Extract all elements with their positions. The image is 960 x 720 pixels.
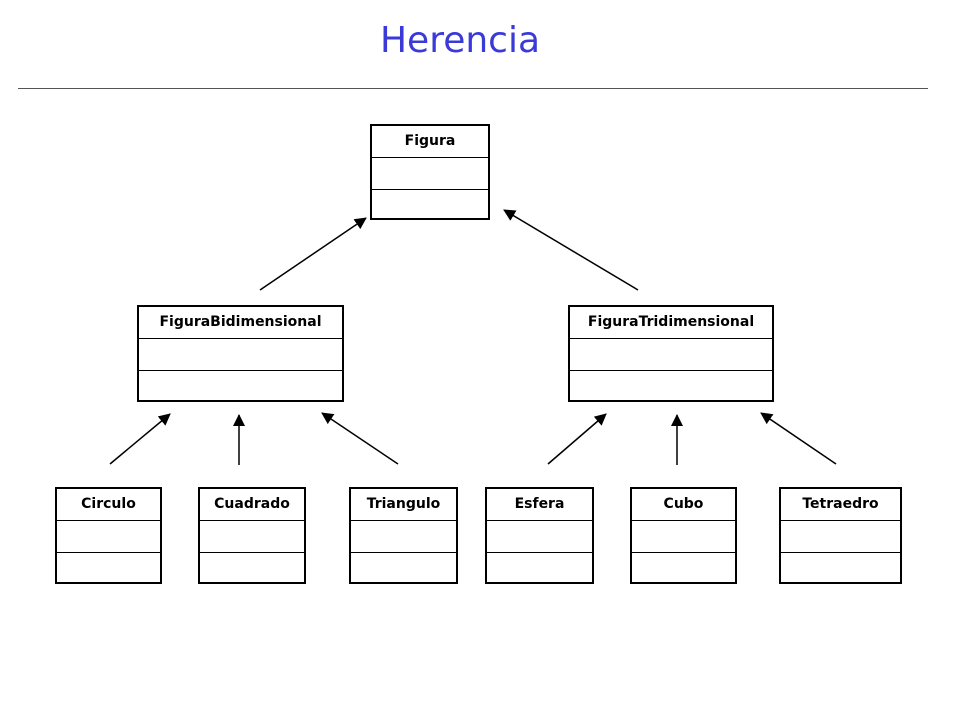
class-box-figura: Figura [370, 124, 490, 220]
title-divider [18, 88, 928, 89]
class-name-circulo: Circulo [57, 489, 160, 521]
class-name-figura: Figura [372, 126, 488, 158]
class-name-cubo: Cubo [632, 489, 735, 521]
class-box-circulo: Circulo [55, 487, 162, 584]
arrow-circulo-to-bidimensional [109, 413, 171, 465]
arrow-bidimensional-to-figura [259, 217, 367, 291]
attributes-section [632, 521, 735, 553]
attributes-section [372, 158, 488, 190]
class-box-figura-tridimensional: FiguraTridimensional [568, 305, 774, 402]
class-box-cubo: Cubo [630, 487, 737, 584]
methods-section [57, 553, 160, 585]
diagram-title: Herencia [379, 20, 541, 61]
class-box-tetraedro: Tetraedro [779, 487, 902, 584]
methods-section [139, 371, 342, 403]
class-box-triangulo: Triangulo [349, 487, 458, 584]
class-box-esfera: Esfera [485, 487, 594, 584]
attributes-section [570, 339, 772, 371]
methods-section [487, 553, 592, 585]
class-name-tetraedro: Tetraedro [781, 489, 900, 521]
methods-section [570, 371, 772, 403]
arrow-esfera-to-tridimensional [547, 413, 607, 465]
methods-section [781, 553, 900, 585]
arrow-tetraedro-to-tridimensional [760, 412, 837, 465]
methods-section [632, 553, 735, 585]
methods-section [200, 553, 304, 585]
attributes-section [57, 521, 160, 553]
class-name-figura-tridimensional: FiguraTridimensional [570, 307, 772, 339]
class-name-triangulo: Triangulo [351, 489, 456, 521]
attributes-section [487, 521, 592, 553]
class-name-figura-bidimensional: FiguraBidimensional [139, 307, 342, 339]
methods-section [351, 553, 456, 585]
class-name-esfera: Esfera [487, 489, 592, 521]
class-name-cuadrado: Cuadrado [200, 489, 304, 521]
attributes-section [139, 339, 342, 371]
attributes-section [351, 521, 456, 553]
attributes-section [781, 521, 900, 553]
arrow-tridimensional-to-figura [503, 209, 639, 291]
class-box-cuadrado: Cuadrado [198, 487, 306, 584]
attributes-section [200, 521, 304, 553]
arrow-triangulo-to-bidimensional [321, 412, 399, 465]
class-box-figura-bidimensional: FiguraBidimensional [137, 305, 344, 402]
methods-section [372, 190, 488, 222]
